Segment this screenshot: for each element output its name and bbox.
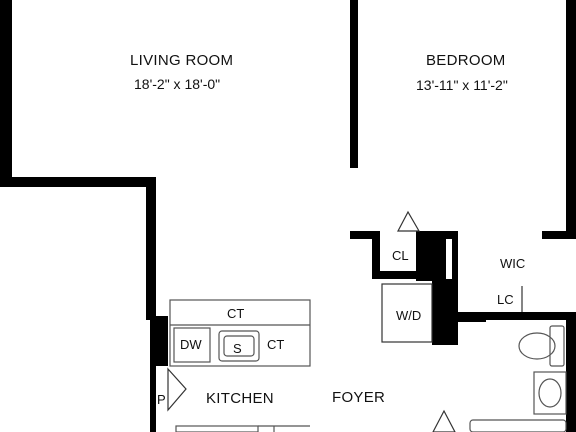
linen-closet-label: LC bbox=[497, 292, 514, 307]
foyer-label: FOYER bbox=[332, 389, 386, 406]
closet-right-wall bbox=[416, 231, 446, 281]
bath-divider bbox=[566, 312, 576, 432]
living-room-label: LIVING ROOM bbox=[130, 52, 234, 69]
foyer-door-arrow bbox=[432, 409, 456, 432]
closet-label: CL bbox=[392, 248, 409, 263]
living-room-left-wall bbox=[0, 0, 12, 186]
bedroom-dimensions: 13'-11" x 11'-2" bbox=[416, 77, 508, 93]
living-room-bottom-wall bbox=[0, 177, 156, 187]
pantry-label: P bbox=[157, 392, 166, 407]
toilet-bowl bbox=[518, 332, 556, 360]
sink-label: S bbox=[233, 341, 242, 356]
bedroom-label: BEDROOM bbox=[426, 52, 506, 69]
pantry-wall bbox=[150, 366, 156, 432]
kitchen-left-wall bbox=[146, 177, 156, 320]
kitchen-counter-outline bbox=[169, 299, 311, 367]
sink-outer bbox=[218, 330, 260, 362]
bedroom-left-wall bbox=[350, 0, 358, 168]
bathtub bbox=[469, 419, 567, 432]
countertop-right-label: CT bbox=[267, 337, 285, 352]
wic-partition bbox=[452, 231, 458, 321]
wd-outline bbox=[381, 283, 433, 343]
closet-door-arrow bbox=[397, 210, 421, 232]
vanity-basin bbox=[538, 378, 562, 408]
bedroom-bottom-wall-right bbox=[542, 231, 576, 239]
closet-outlines bbox=[381, 283, 523, 343]
door-arrows bbox=[167, 210, 456, 432]
closet-top-wall bbox=[350, 231, 380, 239]
toilet-tank bbox=[549, 325, 565, 367]
kitchen-wall-block bbox=[150, 316, 168, 366]
wd-lower-wall bbox=[450, 312, 486, 322]
walk-in-closet-label: WIC bbox=[500, 256, 526, 271]
bathroom-fixtures bbox=[469, 325, 567, 432]
living-room-dimensions: 18'-2" x 18'-0" bbox=[134, 76, 221, 92]
dishwasher-box bbox=[173, 327, 211, 363]
closet-bottom-wall bbox=[372, 271, 422, 279]
kitchen-counters bbox=[169, 299, 311, 432]
washer-dryer-label: W/D bbox=[396, 308, 422, 323]
wic-left-wall bbox=[440, 231, 458, 239]
closet-left-wall bbox=[372, 231, 380, 279]
dishwasher-label: DW bbox=[180, 337, 202, 352]
bedroom-right-wall bbox=[566, 0, 576, 238]
kitchen-label: KITCHEN bbox=[206, 390, 274, 407]
vanity bbox=[533, 371, 567, 415]
lc-right-wall bbox=[486, 312, 576, 320]
pantry-door-arrow bbox=[167, 367, 187, 412]
countertop-upper-label: CT bbox=[227, 306, 245, 321]
sink-inner bbox=[223, 335, 255, 357]
kitchen-bottom-counter bbox=[175, 425, 259, 432]
